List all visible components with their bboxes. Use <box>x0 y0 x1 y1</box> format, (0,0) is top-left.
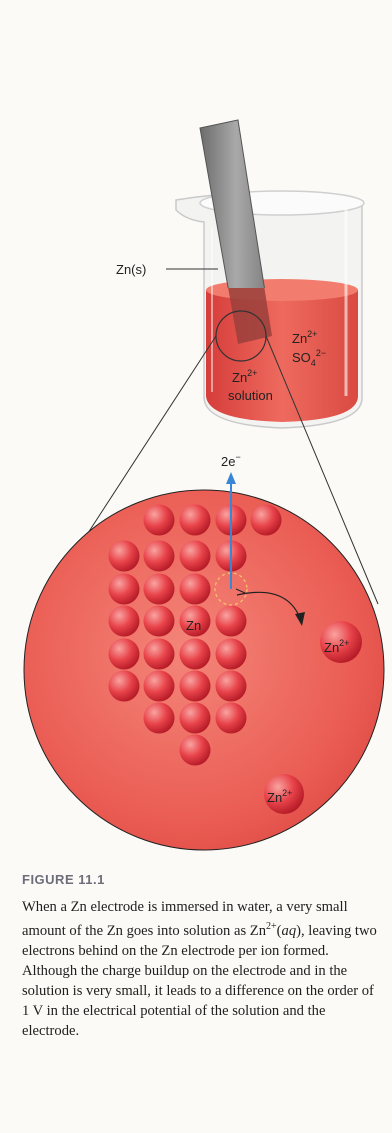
zinc-atom <box>216 703 247 734</box>
zinc-atom <box>144 671 175 702</box>
zinc-atom <box>144 505 175 536</box>
zinc-atom <box>216 606 247 637</box>
zinc-atom <box>180 541 211 572</box>
zinc-atom <box>109 671 140 702</box>
zinc-atom <box>180 639 211 670</box>
zinc-atom <box>109 606 140 637</box>
figure-title: FIGURE 11.1 <box>22 872 384 887</box>
zinc-atom <box>109 541 140 572</box>
zinc-atom <box>180 574 211 605</box>
zinc-atom <box>109 639 140 670</box>
electrode-zn-label: Zn <box>186 618 201 633</box>
figure-caption: FIGURE 11.1 When a Zn electrode is immer… <box>22 872 384 1041</box>
zinc-electrode-figure: Zn(s) Zn2+ SO42− Zn2+ solution Zn 2e− Zn… <box>0 0 392 860</box>
solution-word-label: solution <box>228 388 273 403</box>
zinc-atom <box>251 505 282 536</box>
zinc-atom <box>144 703 175 734</box>
zinc-atom <box>180 703 211 734</box>
zinc-atom <box>216 639 247 670</box>
zinc-atom <box>144 574 175 605</box>
electron-label: 2e− <box>221 452 241 469</box>
zinc-atom <box>180 505 211 536</box>
zinc-atom <box>109 574 140 605</box>
zinc-atom <box>216 671 247 702</box>
zinc-atom <box>144 606 175 637</box>
zinc-atom <box>144 639 175 670</box>
zinc-atom <box>180 671 211 702</box>
zn-solid-label: Zn(s) <box>116 262 146 277</box>
zinc-atom <box>144 541 175 572</box>
caption-text: When a Zn electrode is immersed in water… <box>22 897 384 1041</box>
zinc-atom <box>180 735 211 766</box>
